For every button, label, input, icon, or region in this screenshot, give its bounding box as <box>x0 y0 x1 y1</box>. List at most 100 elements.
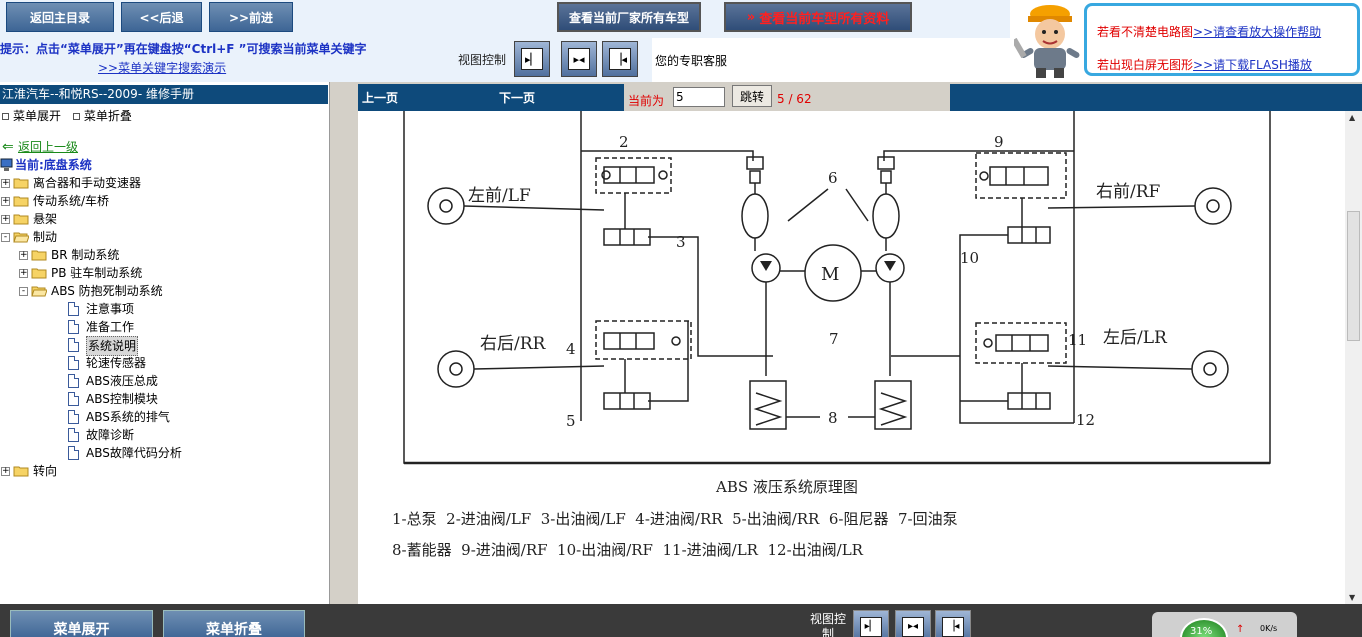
service-text[interactable]: 您的专职客服 <box>655 54 728 68</box>
current-node-row: 当前:底盘系统 <box>0 156 328 174</box>
net-percent: 31% <box>1190 626 1213 637</box>
num-3: 3 <box>676 233 686 251</box>
prev-page-link[interactable]: 上一页 <box>362 91 399 105</box>
back-button[interactable]: <<后退 <box>121 2 202 32</box>
search-demo-link[interactable]: >>菜单关键字搜索演示 <box>98 61 227 75</box>
bottom-menu-expand-button[interactable]: 菜单展开 <box>10 610 153 637</box>
tree-item[interactable]: + 离合器和手动变速器 <box>0 174 328 192</box>
label-motor: M <box>821 264 839 285</box>
forward-button[interactable]: >>前进 <box>209 2 293 32</box>
tree-item-label: BR 制动系统 <box>51 248 120 262</box>
arrow-left-icon: ▕◂ <box>609 48 631 70</box>
menu-collapse-link[interactable]: 菜单折叠 <box>83 109 132 123</box>
tree-item[interactable]: + BR 制动系统 <box>0 246 328 264</box>
tree-item-label: ABS液压总成 <box>86 374 158 388</box>
scroll-thumb[interactable] <box>1347 211 1360 341</box>
num-9: 9 <box>994 133 1004 151</box>
tree-item[interactable]: +PB 驻车制动系统 <box>0 264 328 282</box>
expand-toggle-icon[interactable]: + <box>1 178 10 188</box>
num-7: 7 <box>829 330 839 348</box>
top-toolbar: 返回主目录 <<后退 >>前进 查看当前厂家所有车型 » 查看当前车型所有资料 <box>0 0 1010 38</box>
collapse-toggle-icon[interactable]: - <box>19 287 28 296</box>
net-speed: 0K/s <box>1260 624 1278 633</box>
tree-item[interactable]: + 悬架 <box>0 210 328 228</box>
tree-item[interactable]: 注意事项 <box>0 300 328 318</box>
help-box: 若看不清楚电路图>>请查看放大操作帮助 若出现白屏无图形>>请下载FLASH播放 <box>1084 3 1360 76</box>
tree-item-label: 制动 <box>33 230 58 244</box>
tree-item[interactable]: ABS故障代码分析 <box>0 444 328 462</box>
tree-item-label: 悬架 <box>33 212 58 226</box>
back-up-row[interactable]: ⇐ 返回上一级 <box>0 138 328 156</box>
expand-toggle-icon[interactable]: + <box>19 250 28 260</box>
tree-item-label: 离合器和手动变速器 <box>33 176 142 190</box>
document-icon <box>68 446 79 460</box>
page-number-input[interactable] <box>673 87 725 107</box>
flash-download-link[interactable]: >>请下载FLASH播放 <box>1193 58 1312 72</box>
service-area <box>652 38 1010 82</box>
num-12: 12 <box>1076 411 1095 429</box>
back-up-link[interactable]: 返回上一级 <box>18 140 79 154</box>
all-materials-button[interactable]: » 查看当前车型所有资料 <box>724 2 912 32</box>
arrow-right-icon: ▸▏ <box>860 617 882 637</box>
tree-item[interactable]: -ABS 防抱死制动系统 <box>0 282 328 300</box>
view-control-label: 视图控制 <box>458 53 507 67</box>
jump-button[interactable]: 跳转 <box>732 85 772 107</box>
tree-items: + 离合器和手动变速器 + 传动系统/车桥 + 悬架 - 制动 + BR 制动系统 +PB 驻车制动… <box>0 174 328 480</box>
arrow-right-icon: ▸▏ <box>521 48 543 70</box>
menu-expand-link[interactable]: 菜单展开 <box>13 109 62 123</box>
num-11: 11 <box>1068 331 1087 349</box>
tree-item[interactable]: + 转向 <box>0 462 328 480</box>
split-arrows-icon: ▸◂ <box>568 48 590 70</box>
splitter[interactable] <box>331 82 358 604</box>
maker-models-button[interactable]: 查看当前厂家所有车型 <box>557 2 701 32</box>
computer-icon <box>0 158 13 172</box>
scroll-down-icon[interactable]: ▼ <box>1349 593 1356 602</box>
all-materials-label: 查看当前车型所有资料 <box>759 11 890 27</box>
tree-item[interactable]: ABS液压总成 <box>0 372 328 390</box>
diagram-legend-line-2: 8-蓄能器 9-进油阀/RF 10-出油阀/RF 11-进油阀/LR 12-出油… <box>392 541 864 559</box>
label-rf: 右前/RF <box>1096 182 1161 202</box>
tree-item-label: 传动系统/车桥 <box>33 194 110 208</box>
tree-item-label: 转向 <box>33 464 58 478</box>
bottom-view-expand-left-button[interactable]: ▕◂ <box>935 610 971 637</box>
tree-item[interactable]: - 制动 <box>0 228 328 246</box>
num-8: 8 <box>828 409 838 427</box>
view-split-button[interactable]: ▸◂ <box>561 41 597 77</box>
scroll-up-icon[interactable]: ▲ <box>1349 113 1356 122</box>
tree-item[interactable]: ABS控制模块 <box>0 390 328 408</box>
tree-item[interactable]: ABS系统的排气 <box>0 408 328 426</box>
num-10: 10 <box>960 249 979 267</box>
view-expand-left-button[interactable]: ▕◂ <box>602 41 638 77</box>
expand-toggle-icon[interactable]: + <box>1 466 10 476</box>
abs-hydraulic-diagram: 左前/LF 右后/RR 右前/RF 左后/LR M 2 3 4 5 6 7 8 … <box>392 111 1271 559</box>
tree-item-label: ABS系统的排气 <box>86 410 170 424</box>
bottom-view-split-button[interactable]: ▸◂ <box>895 610 931 637</box>
expand-toggle-icon[interactable]: + <box>1 214 10 224</box>
diagram-legend-line-1: 1-总泵 2-进油阀/LF 3-出油阀/LF 4-进油阀/RR 5-出油阀/RR… <box>392 510 958 528</box>
bottom-view-expand-right-button[interactable]: ▸▏ <box>853 610 889 637</box>
green-back-arrow-icon: ⇐ <box>2 139 14 155</box>
tree-item[interactable]: 准备工作 <box>0 318 328 336</box>
document-scrollbar[interactable]: ▲ ▼ <box>1345 111 1362 604</box>
label-lr: 左后/LR <box>1103 328 1168 348</box>
num-2: 2 <box>619 133 629 151</box>
arrow-left-icon: ▕◂ <box>942 617 964 637</box>
network-speed-widget[interactable]: 31% ↑ 0K/s <box>1152 612 1297 637</box>
home-button[interactable]: 返回主目录 <box>6 2 114 32</box>
view-expand-right-button[interactable]: ▸▏ <box>514 41 550 77</box>
tree-item[interactable]: 轮速传感器 <box>0 354 328 372</box>
help-line-flash: 若出现白屏无图形>>请下载FLASH播放 <box>1097 56 1312 73</box>
tree-item[interactable]: 系统说明 <box>0 336 328 356</box>
zoom-help-link[interactable]: >>请查看放大操作帮助 <box>1193 25 1322 39</box>
diagram-caption: ABS 液压系统原理图 <box>715 478 858 496</box>
help-zoom-text: 若看不清楚电路图 <box>1097 25 1194 39</box>
tree-item-label: 故障诊断 <box>86 428 135 442</box>
expand-toggle-icon[interactable]: + <box>19 268 28 278</box>
bottom-menu-collapse-button[interactable]: 菜单折叠 <box>163 610 305 637</box>
tree-item[interactable]: 故障诊断 <box>0 426 328 444</box>
collapse-toggle-icon[interactable]: - <box>1 233 10 242</box>
expand-toggle-icon[interactable]: + <box>1 196 10 206</box>
next-page-link[interactable]: 下一页 <box>499 91 536 105</box>
tree-item[interactable]: + 传动系统/车桥 <box>0 192 328 210</box>
tree-item-label: ABS故障代码分析 <box>86 446 182 460</box>
